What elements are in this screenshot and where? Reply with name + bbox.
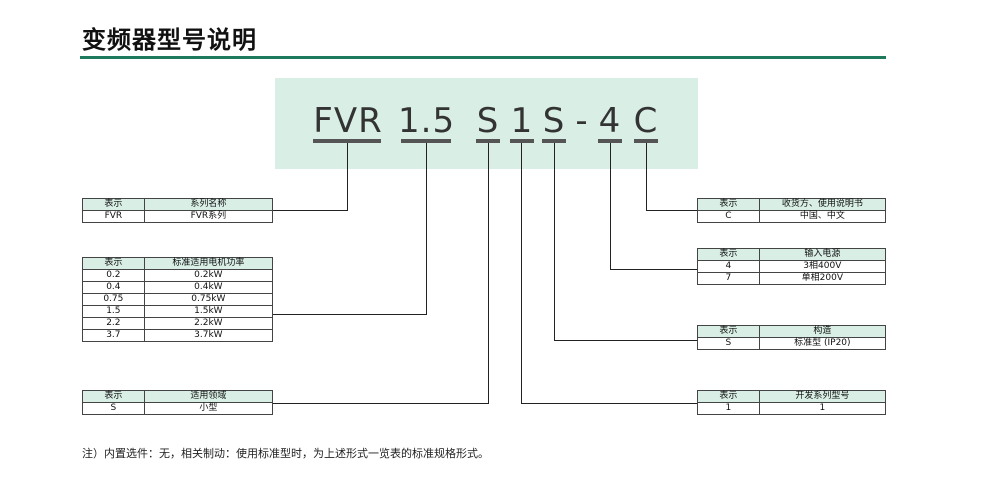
connector-power-h [272,314,427,315]
table-cell: FVR [82,210,145,223]
table-cell: 0.75 [82,293,145,306]
table-row: 7 单相200V [697,272,887,285]
table-development: 表示 开发系列型号 1 1 [697,390,887,415]
table-destination: 表示 收货方、使用说明书 C 中国、中文 [697,198,887,223]
table-row: 0.2 0.2kW [82,269,274,282]
table-header: 表示 [697,325,760,338]
model-segment-application: S [476,101,500,141]
connector-structure [554,143,555,340]
table-row: 3.7 3.7kW [82,329,274,342]
table-cell: 小型 [143,402,274,415]
connector-series-h [272,210,348,211]
table-header: 开发系列型号 [758,390,887,403]
model-code-panel [275,78,698,169]
underline-series [313,139,381,143]
table-cell: 0.75kW [143,293,274,306]
table-cell: S [82,402,145,415]
table-cell: 中国、中文 [758,210,887,223]
table-header: 输入电源 [758,248,887,261]
model-segment-dash: - [575,101,589,141]
table-cell: 3相400V [758,260,887,273]
table-cell: 1.5 [82,305,145,318]
table-row: 1 1 [697,402,887,415]
table-header: 表示 [697,198,760,211]
table-cell: 0.2 [82,269,145,282]
table-cell: C [697,210,760,223]
table-cell: 0.4kW [143,281,274,294]
table-cell: 0.4 [82,281,145,294]
connector-destination [646,143,647,210]
table-motor-power: 表示 标准适用电机功率 0.2 0.2kW 0.4 0.4kW 0.75 0.7… [82,257,274,342]
table-header: 表示 [697,248,760,261]
table-header: 表示 [697,390,760,403]
footnote: 注）内置选件：无，相关制动：使用标准型时，为上述形式一览表的标准规格形式。 [82,447,489,460]
table-application-area: 表示 适用领域 S 小型 [82,390,274,415]
underline-development [510,139,534,143]
table-series-name: 表示 系列名称 FVR FVR系列 [82,198,274,223]
table-row: 1.5 1.5kW [82,305,274,318]
table-cell: 7 [697,272,760,285]
connector-structure-h [554,340,697,341]
table-row: 0.4 0.4kW [82,281,274,294]
model-segment-structure: S [542,101,566,141]
underline-structure [542,139,566,143]
underline-destination [634,139,658,143]
table-header: 表示 [82,257,145,270]
title-divider [80,56,886,59]
connector-development [521,143,522,403]
model-segment-development: 1 [510,101,534,141]
connector-development-h [521,403,697,404]
table-row: 0.75 0.75kW [82,293,274,306]
underline-input-power [598,139,622,143]
table-cell: 2.2 [82,317,145,330]
table-cell: 0.2kW [143,269,274,282]
table-cell: 1 [697,402,760,415]
connector-series [347,143,348,210]
table-cell: 1.5kW [143,305,274,318]
model-segment-input-power: 4 [598,101,622,141]
table-cell: S [697,337,760,350]
table-row: FVR FVR系列 [82,210,274,223]
table-cell: 3.7 [82,329,145,342]
table-cell: 单相200V [758,272,887,285]
connector-application [488,143,489,403]
table-header: 收货方、使用说明书 [758,198,887,211]
table-header: 构造 [758,325,887,338]
connector-power [426,143,427,314]
underline-power [401,139,451,143]
table-cell: 4 [697,260,760,273]
table-header: 标准适用电机功率 [143,257,274,270]
table-cell: FVR系列 [143,210,274,223]
model-segment-destination: C [633,101,659,141]
table-row: S 标准型 (IP20) [697,337,887,350]
connector-input-power [610,143,611,269]
page-title: 变频器型号说明 [82,26,257,54]
table-header: 适用领域 [143,390,274,403]
table-cell: 1 [758,402,887,415]
connector-destination-h [646,210,697,211]
connector-application-h [272,403,489,404]
table-header: 表示 [82,198,145,211]
underline-application [476,139,500,143]
model-segment-series: FVR [313,101,383,141]
table-header: 表示 [82,390,145,403]
table-structure: 表示 构造 S 标准型 (IP20) [697,325,887,350]
table-row: C 中国、中文 [697,210,887,223]
table-cell: 3.7kW [143,329,274,342]
table-input-power: 表示 输入电源 4 3相400V 7 单相200V [697,248,887,285]
table-header: 系列名称 [143,198,274,211]
connector-input-power-h [610,269,697,270]
table-cell: 标准型 (IP20) [758,337,887,350]
table-row: 2.2 2.2kW [82,317,274,330]
table-row: S 小型 [82,402,274,415]
table-cell: 2.2kW [143,317,274,330]
model-segment-power: 1.5 [398,101,456,141]
table-row: 4 3相400V [697,260,887,273]
